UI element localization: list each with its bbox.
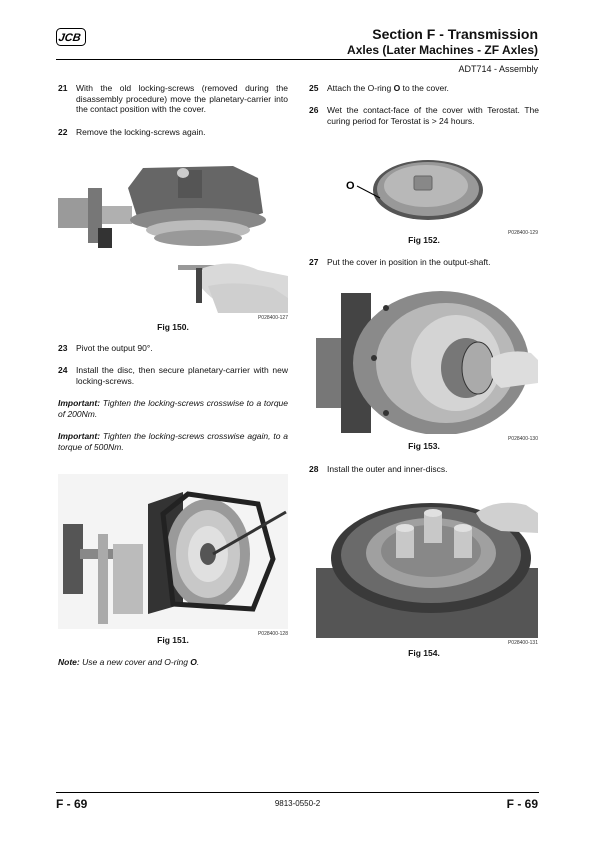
fig151-caption: Fig 151.: [157, 635, 189, 645]
fig154-caption: Fig 154.: [408, 648, 440, 658]
note-text-a: Use a new cover and O-ring: [79, 657, 191, 667]
footer-divider: [56, 792, 539, 793]
header-divider: [56, 59, 539, 60]
step-text: Install the disc, then secure planetary-…: [76, 365, 288, 386]
step-number: 25: [309, 83, 319, 93]
note-text-b: .: [196, 657, 200, 667]
step-28: 28 Install the outer and inner-discs.: [309, 464, 539, 475]
note-label: Note:: [58, 657, 80, 667]
fig152-ref: P028400-129: [507, 230, 538, 236]
jcb-logo: JCB: [56, 28, 86, 51]
fig153-photo: [316, 288, 538, 435]
fig150-photo: [58, 158, 288, 313]
step-27: 27 Put the cover in position in the outp…: [309, 257, 539, 268]
step-number: 27: [309, 257, 319, 267]
fig152-label-o: O: [346, 180, 355, 192]
fig154-ref: P028400-131: [507, 640, 538, 646]
fig152-caption: Fig 152.: [408, 235, 440, 245]
step-text: Wet the contact-face of the cover with T…: [327, 105, 539, 126]
important-text: Tighten the locking-screws crosswise aga…: [58, 431, 288, 452]
page-number-left: F - 69: [56, 797, 88, 811]
note-bold: O: [190, 657, 197, 667]
step-number: 24: [58, 365, 68, 375]
doc-reference: ADT714 - Assembly: [458, 64, 538, 74]
step-text-b: to the cover.: [400, 83, 449, 93]
section-title: Section F - Transmission: [372, 26, 538, 42]
step-text: With the old locking-screws (removed dur…: [76, 83, 288, 114]
step-number: 23: [58, 343, 68, 353]
step-23: 23 Pivot the output 90°.: [58, 343, 288, 354]
document-number: 9813-0550-2: [274, 799, 321, 808]
important-label: Important:: [58, 398, 101, 408]
step-21: 21 With the old locking-screws (removed …: [58, 83, 288, 115]
step-text-a: Attach the O-ring: [327, 83, 394, 93]
fig152-photo: O: [340, 158, 490, 228]
step-22: 22 Remove the locking-screws again.: [58, 127, 288, 138]
step-number: 28: [309, 464, 319, 474]
fig153-caption: Fig 153.: [408, 441, 440, 451]
fig150-caption: Fig 150.: [157, 322, 189, 332]
fig154-photo: [316, 493, 538, 638]
section-subtitle: Axles (Later Machines - ZF Axles): [347, 43, 538, 57]
note: Note: Use a new cover and O-ring O.: [58, 657, 288, 668]
step-text: Install the outer and inner-discs.: [327, 464, 448, 474]
fig151-ref: P028400-128: [257, 631, 288, 637]
important-label: Important:: [58, 431, 101, 441]
step-number: 22: [58, 127, 68, 137]
step-number: 26: [309, 105, 319, 115]
step-24: 24 Install the disc, then secure planeta…: [58, 365, 288, 386]
fig153-ref: P028400-130: [507, 436, 538, 442]
step-text-bold: O: [393, 83, 401, 93]
important-note-1: Important: Tighten the locking-screws cr…: [58, 398, 288, 419]
step-text: Pivot the output 90°.: [76, 343, 153, 353]
step-26: 26 Wet the contact-face of the cover wit…: [309, 105, 539, 126]
step-25: 25 Attach the O-ring O to the cover.: [309, 83, 539, 94]
step-text: Remove the locking-screws again.: [76, 127, 206, 137]
page-number-right: F - 69: [506, 797, 538, 811]
logo-text: JCB: [58, 32, 82, 44]
fig150-ref: P028400-127: [257, 315, 288, 321]
important-text: Tighten the locking-screws crosswise to …: [58, 398, 288, 419]
step-text: Put the cover in position in the output-…: [327, 257, 491, 267]
step-number: 21: [58, 83, 68, 93]
important-note-2: Important: Tighten the locking-screws cr…: [58, 431, 288, 452]
fig151-photo: [58, 474, 288, 629]
